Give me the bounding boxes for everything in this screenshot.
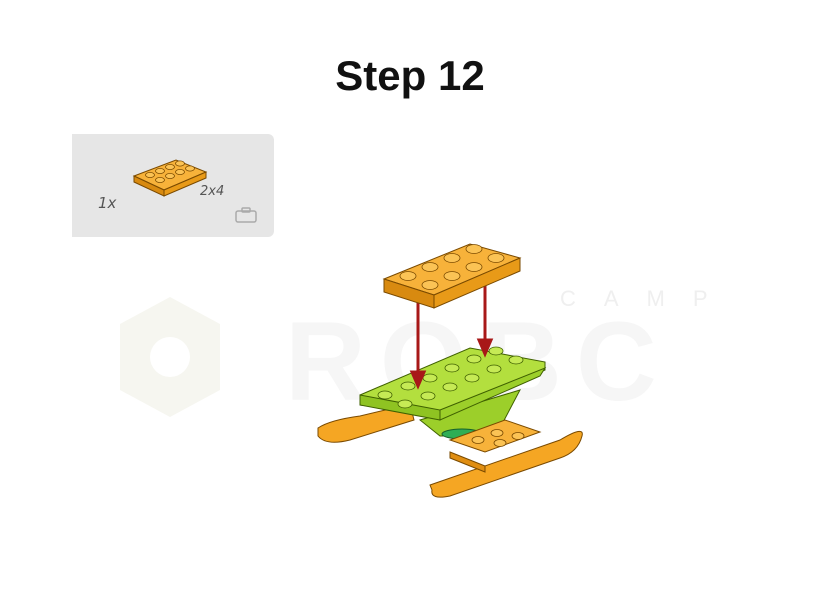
green-sled-body [359, 346, 547, 440]
build-model-illustration [317, 243, 583, 498]
part-size: 2x4 [200, 184, 225, 199]
briefcase-icon [235, 207, 257, 223]
step-title: Step 12 [335, 52, 485, 99]
front-ski [429, 419, 583, 498]
back-ski [317, 403, 415, 443]
part-quantity: 1x [98, 194, 117, 212]
watermark-top-text: CAMP [560, 286, 736, 311]
orange-plate-2x4-icon [132, 159, 208, 197]
parts-list-panel: 1x 2x4 [72, 134, 274, 237]
placement-arrows [409, 282, 494, 390]
new-orange-plate-2x4 [382, 243, 522, 309]
